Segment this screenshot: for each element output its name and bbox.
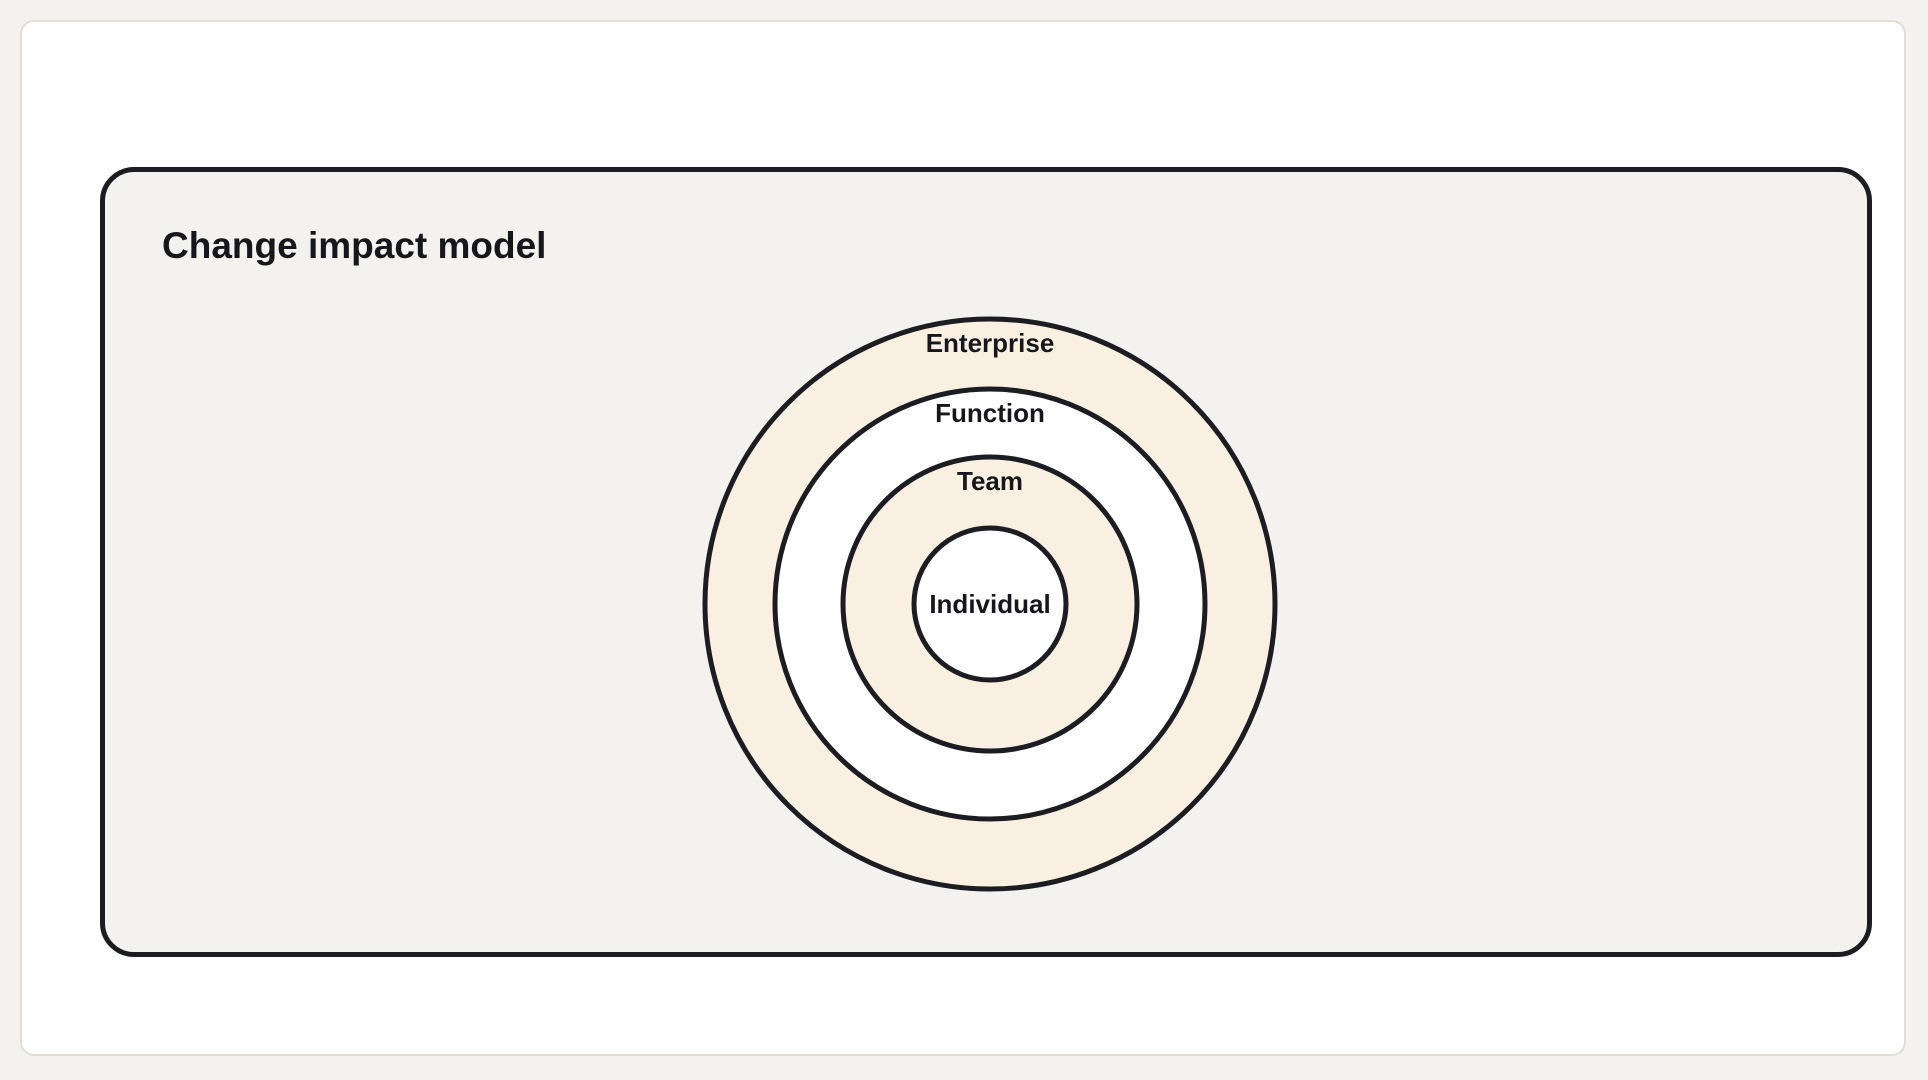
ring-enterprise-label: Enterprise (926, 328, 1055, 358)
ring-individual-label: Individual (929, 589, 1050, 619)
diagram-title: Change impact model (162, 225, 547, 266)
ring-individual-circle (911, 525, 1069, 683)
ring-individual: Individual (911, 525, 1069, 683)
ring-function-label: Function (935, 398, 1045, 428)
concentric-circles-diagram: Enterprise Function Team Individual (702, 316, 1278, 892)
outer-card: Change impact model Enterprise Function … (20, 20, 1906, 1056)
ring-team-label: Team (957, 466, 1023, 496)
diagram-panel: Change impact model Enterprise Function … (100, 167, 1872, 957)
